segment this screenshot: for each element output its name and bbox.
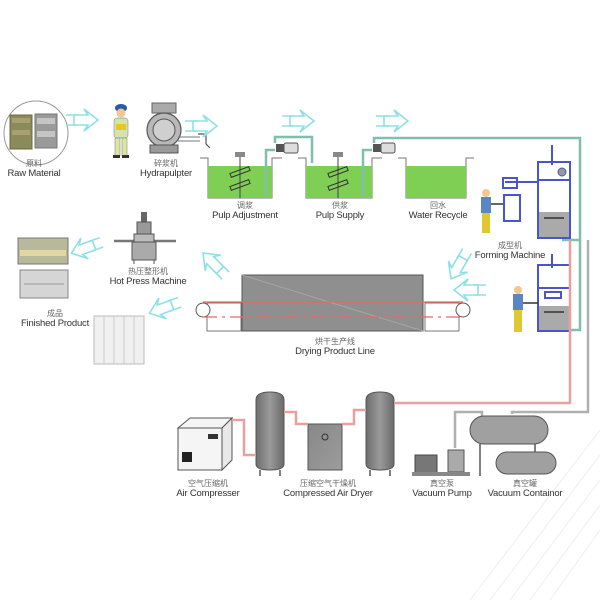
label-zh: 回水: [430, 201, 446, 210]
pulp-adjustment-tank: [200, 152, 282, 199]
forming-worker-icon: [513, 286, 538, 332]
label-en: Hot Press Machine: [109, 275, 187, 287]
flow-arrow: [281, 109, 315, 133]
label-en: Drying Product Line: [295, 345, 375, 357]
label-zh: 原料: [26, 159, 42, 168]
hydrapulper-illustration: [146, 102, 211, 154]
label-en: Water Recycle: [408, 209, 468, 221]
label-zh: 碎浆机: [154, 159, 178, 168]
label-zh: 成型机: [498, 241, 522, 250]
label-zh: 真空泵: [430, 479, 454, 488]
stage-label-air-compressor: 空气压缩机 Air Compresser: [170, 479, 246, 499]
stage-label-forming-machine: 成型机 Forming Machine: [470, 241, 550, 261]
flow-arrow: [144, 291, 185, 325]
stage-label-water-recycle: 回水 Water Recycle: [402, 201, 474, 221]
flow-arrow: [375, 109, 409, 133]
stage-label-vacuum-container: 真空罐 Vacuum Containor: [484, 479, 566, 499]
drying-line-illustration: [195, 274, 471, 332]
label-en: Raw Material: [7, 167, 61, 179]
flow-arrow: [66, 231, 107, 265]
label-en: Forming Machine: [474, 249, 546, 261]
label-zh: 真空罐: [513, 479, 537, 488]
label-en: Vacuum Containor: [487, 487, 563, 499]
stage-label-hot-press: 热压整形机 Hot Press Machine: [106, 267, 190, 287]
label-en: Pulp Adjustment: [212, 209, 278, 221]
label-zh: 热压整形机: [128, 267, 168, 276]
label-en: Hydrapulpter: [140, 167, 192, 179]
water-recycle-tank: [398, 157, 474, 199]
air-dryer-illustration: [307, 423, 343, 471]
label-zh: 烘干生产线: [315, 337, 355, 346]
stage-label-pulp-supply: 供浆 Pulp Supply: [305, 201, 375, 221]
air-pipe: [232, 240, 572, 457]
stage-label-raw-material: 原料 Raw Material: [4, 159, 64, 179]
forming-worker-icon: [481, 189, 503, 233]
label-zh: 成品: [47, 309, 63, 318]
flow-arrow: [65, 108, 99, 132]
label-en: Pulp Supply: [315, 209, 365, 221]
stage-label-finished-product: 成品 Finished Product: [18, 309, 92, 329]
vacuum-pump-illustration: [412, 449, 470, 476]
stage-label-pulp-adjustment: 调浆 Pulp Adjustment: [205, 201, 285, 221]
finished-product-trays: [17, 237, 69, 299]
stage-label-air-dryer: 压缩空气干燥机 Compressed Air Dryer: [278, 479, 378, 499]
pulp-supply-tank: [298, 152, 382, 199]
stage-label-vacuum-pump: 真空泵 Vacuum Pump: [410, 479, 474, 499]
air-receiver-tank-2: [365, 391, 395, 476]
stage-label-hydrapulpter: 碎浆机 Hydrapulpter: [134, 159, 198, 179]
finished-product-blocks: [93, 315, 145, 365]
vacuum-container-illustration: [469, 415, 557, 476]
label-zh: 调浆: [237, 201, 253, 210]
label-en: Vacuum Pump: [412, 487, 472, 499]
worker-icon: [113, 104, 129, 158]
label-zh: 空气压缩机: [188, 479, 228, 488]
stage-label-drying-line: 烘干生产线 Drying Product Line: [290, 337, 380, 357]
forming-machine-2: [537, 254, 571, 332]
raw-material-illustration: [3, 100, 69, 166]
label-en: Compressed Air Dryer: [283, 487, 373, 499]
forming-machine-1: [502, 145, 571, 239]
label-en: Finished Product: [20, 317, 90, 329]
label-en: Air Compresser: [176, 487, 240, 499]
flow-arrow: [194, 244, 235, 285]
label-zh: 压缩空气干燥机: [300, 479, 356, 488]
pump-icon: [276, 142, 396, 154]
air-receiver-tank: [255, 391, 285, 476]
hot-press-illustration: [114, 212, 176, 264]
flow-arrow: [453, 278, 487, 302]
water-pipe: [264, 135, 582, 332]
label-zh: 供浆: [332, 201, 348, 210]
background-hatch: [469, 429, 600, 601]
air-compressor-illustration: [176, 416, 234, 472]
